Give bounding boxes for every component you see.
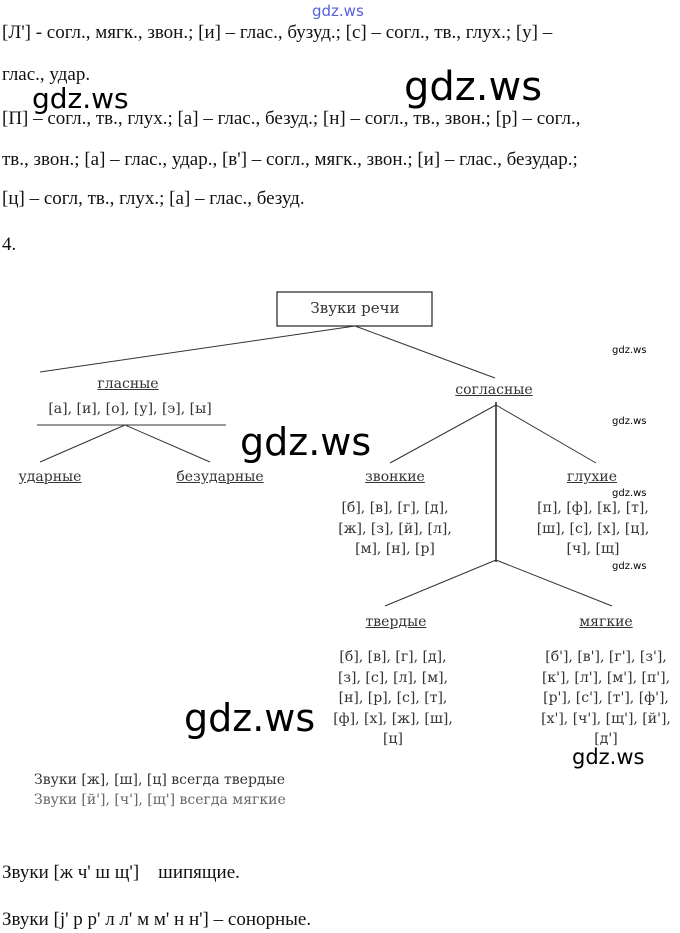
soft-line: [р'], [с'], [т'], [ф'], [543, 690, 669, 706]
voiced-label: звонкие [365, 469, 425, 485]
watermark: gdz.ws [32, 82, 129, 115]
watermark: gdz.ws [612, 488, 647, 499]
stressed-label: ударные [18, 469, 82, 485]
voiceless-line: [п], [ф], [к], [т], [537, 500, 649, 516]
vowels-list: [а], [и], [о], [у], [э], [ы] [48, 401, 212, 417]
diagram-note: Звуки [ж], [ш], [ц] всегда твердые [34, 772, 285, 788]
hard-line: [б], [в], [г], [д], [339, 649, 447, 665]
paragraph-line: [П] – согл., тв., глух.; [а] – глас., бе… [2, 108, 581, 129]
watermark: gdz.ws [612, 345, 647, 356]
hard-label: твердые [365, 614, 427, 630]
voiced-list: [б], [в], [г], [д], [ж], [з], [й], [л], … [338, 498, 452, 560]
vowels-label: гласные [97, 376, 159, 392]
hard-line: [ф], [х], [ж], [ш], [333, 710, 453, 727]
watermark: gdz.ws [240, 420, 372, 464]
soft-line: [д'] [594, 731, 618, 747]
hard-line: [з], [с], [л], [м], [337, 669, 449, 686]
sentence: Звуки [j' р р' л л' м м' н н'] – сонорны… [2, 909, 312, 930]
soft-line: [х'], [ч'], [щ'], [й'], [541, 710, 671, 727]
diagram-note: Звуки [й'], [ч'], [щ'] всегда мягкие [34, 792, 286, 808]
watermark: gdz.ws [312, 2, 364, 20]
voiceless-line: [ш], [с], [х], [ц], [536, 520, 650, 537]
task-number: 4. [2, 234, 17, 255]
voiceless-list: [п], [ф], [к], [т], [ш], [с], [х], [ц], … [537, 498, 650, 560]
soft-label: мягкие [579, 614, 633, 630]
watermark: gdz.ws [184, 696, 316, 740]
soft-list: [б'], [в'], [г'], [з'], [к'], [л'], [м']… [541, 647, 671, 750]
sentence: Звуки [ж ч' ш щ'] шипящие. [2, 862, 240, 883]
voiced-line: [м], [н], [р] [355, 541, 435, 557]
watermark: gdz.ws [572, 745, 645, 769]
hard-line: [ц] [383, 731, 403, 747]
voiced-line: [б], [в], [г], [д], [341, 500, 449, 516]
voiceless-line: [ч], [щ] [566, 541, 620, 557]
watermark: gdz.ws [612, 561, 647, 572]
voiced-line: [ж], [з], [й], [л], [338, 520, 452, 537]
paragraph-line: [ц] – согл, тв., глух.; [а] – глас., без… [2, 188, 305, 209]
soft-line: [б'], [в'], [г'], [з'], [545, 649, 667, 665]
watermark: gdz.ws [612, 416, 647, 427]
diagram-root: Звуки речи [310, 299, 400, 317]
watermark: gdz.ws [404, 64, 543, 110]
unstressed-label: безударные [176, 469, 264, 485]
paragraph-line: тв., звон.; [а] – глас., удар., [в'] – с… [2, 149, 578, 170]
hard-list: [б], [в], [г], [д], [з], [с], [л], [м], … [333, 647, 453, 750]
paragraph-line: [Л'] - согл., мягк., звон.; [и] – глас.,… [2, 22, 553, 43]
soft-line: [к'], [л'], [м'], [п'], [541, 669, 671, 686]
consonants-label: согласные [455, 382, 533, 398]
voiceless-label: глухие [567, 469, 617, 485]
paragraph-line: глас., удар. [2, 64, 91, 85]
hard-line: [н], [р], [с], [т], [338, 690, 448, 706]
